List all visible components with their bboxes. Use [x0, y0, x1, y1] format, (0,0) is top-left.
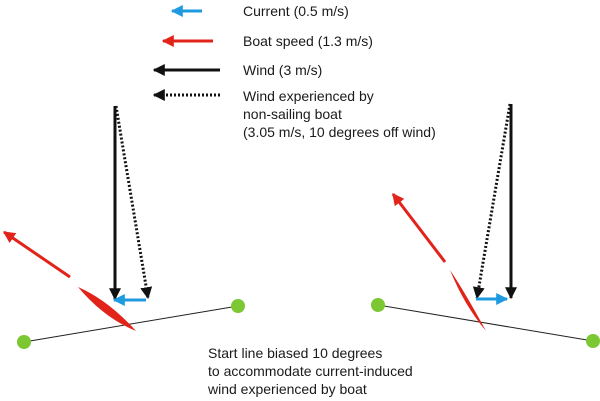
left-pin-marker: [17, 335, 31, 349]
legend-apparent-wind-line-3: (3.05 m/s, 10 degrees off wind): [243, 124, 436, 140]
left-boat-hull-icon: [78, 287, 136, 331]
legend: Current (0.5 m/s) Boat speed (1.3 m/s) W…: [152, 3, 436, 140]
caption: Start line biased 10 degrees to accommod…: [207, 345, 413, 397]
caption-line-2: to accommodate current-induced: [208, 363, 413, 379]
legend-boat-speed-label: Boat speed (1.3 m/s): [243, 33, 373, 49]
legend-current-label: Current (0.5 m/s): [243, 3, 349, 19]
legend-wind-label: Wind (3 m/s): [243, 62, 322, 78]
left-boat-heading-arrow: [3, 230, 71, 279]
legend-current: Current (0.5 m/s): [170, 3, 349, 19]
right-boat-end-marker: [586, 334, 600, 348]
right-start-line: [377, 304, 594, 342]
right-pin-marker: [371, 298, 385, 312]
right-boat-hull-icon: [450, 270, 486, 331]
right-start-area: [371, 103, 600, 348]
legend-apparent-wind-line-2: non-sailing boat: [243, 106, 342, 122]
left-boat-end-marker: [231, 299, 245, 313]
caption-line-3: wind experienced by boat: [207, 381, 367, 397]
legend-wind: Wind (3 m/s): [152, 62, 322, 78]
left-apparent-wind-vector: [114, 105, 153, 300]
caption-line-1: Start line biased 10 degrees: [208, 345, 382, 361]
legend-apparent-wind-line-1: Wind experienced by: [243, 88, 374, 104]
legend-boat-speed: Boat speed (1.3 m/s): [161, 33, 373, 49]
left-start-line: [23, 305, 239, 343]
right-apparent-wind-vector: [472, 103, 512, 300]
right-boat-heading-arrow: [391, 193, 447, 263]
legend-apparent-wind: Wind experienced by non-sailing boat (3.…: [152, 88, 436, 140]
left-start-area: [3, 105, 245, 349]
